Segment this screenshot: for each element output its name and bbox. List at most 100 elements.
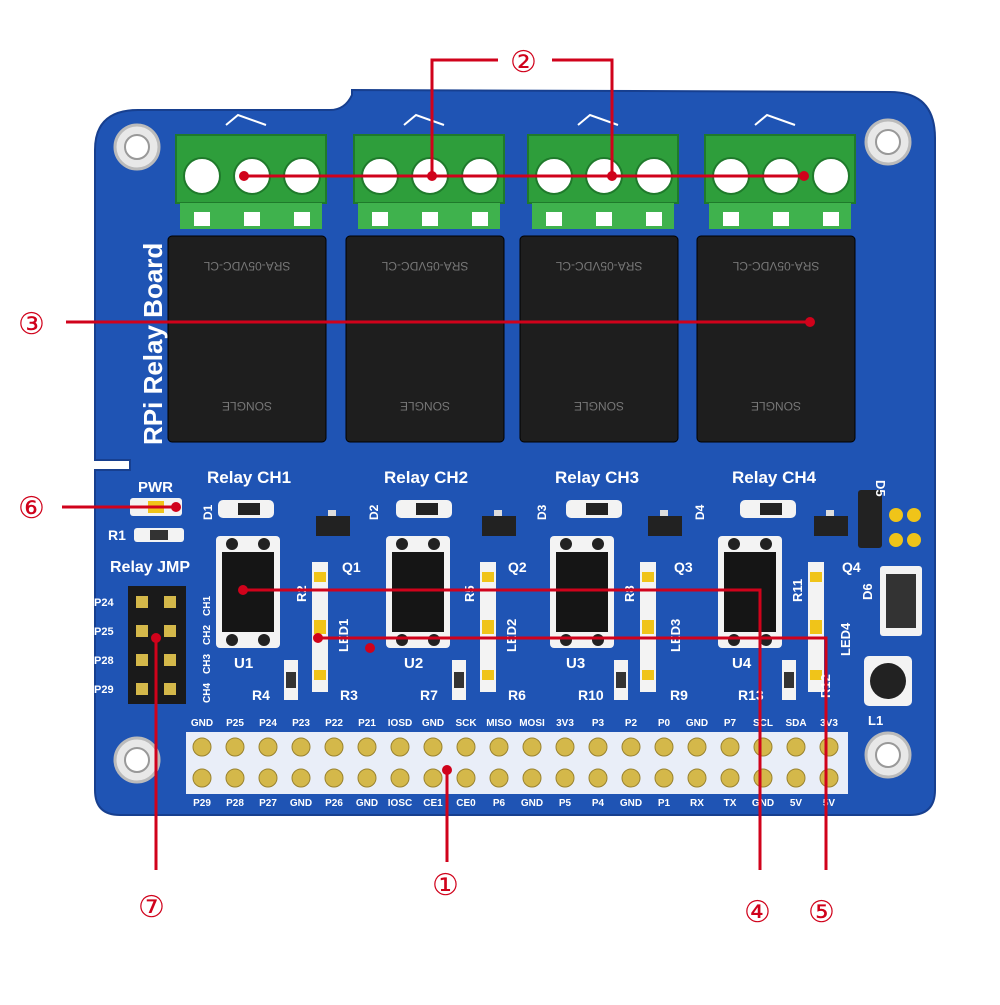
r10-label: R10 (578, 687, 604, 703)
gpio-pin (225, 737, 245, 757)
d1-label: D1 (201, 504, 215, 520)
gpio-top-label: P7 (724, 718, 737, 729)
gpio-pin (357, 737, 377, 757)
gpio-pin (291, 737, 311, 757)
gpio-bottom-label: GND (356, 798, 378, 809)
gpio-pin (621, 768, 641, 788)
q3-label: Q3 (674, 559, 693, 575)
svg-text:SRA-05VDC-CL: SRA-05VDC-CL (203, 259, 290, 273)
gpio-pin (654, 768, 674, 788)
d2-label: D2 (367, 504, 381, 520)
relay-ch4-label: Relay CH4 (732, 468, 817, 487)
jmp-pin-label: P29 (94, 684, 114, 696)
optocoupler (386, 536, 450, 648)
q2-label: Q2 (508, 559, 527, 575)
gpio-bottom-label: 5V (790, 798, 803, 809)
gpio-bottom-label: P28 (226, 798, 244, 809)
gpio-top-label: P0 (658, 718, 671, 729)
gpio-pin (324, 737, 344, 757)
gpio-top-label: MOSI (519, 718, 545, 729)
optocoupler (550, 536, 614, 648)
d5-label: D5 (873, 480, 888, 497)
l1-label: L1 (868, 713, 883, 728)
gpio-pin (786, 737, 806, 757)
u4-label: U4 (732, 655, 752, 672)
gpio-pin (786, 768, 806, 788)
gpio-top-label: P2 (625, 718, 638, 729)
callout-6: ⑥ (18, 492, 45, 525)
gpio-pin (753, 768, 773, 788)
gpio-pin (456, 768, 476, 788)
d4-label: D4 (693, 504, 707, 520)
r11-label: R11 (790, 579, 805, 602)
callout-dots (151, 171, 815, 775)
led3-label: LED3 (668, 619, 683, 652)
relay-ch2-label: Relay CH2 (384, 468, 468, 487)
r8-label: R8 (622, 585, 637, 602)
gpio-pin (225, 768, 245, 788)
gpio-header-base (186, 732, 848, 794)
callout-2-line-right (552, 58, 614, 172)
gpio-top-label: IOSD (388, 718, 412, 729)
r1-label: R1 (108, 527, 126, 543)
mounting-holes (113, 118, 912, 784)
gpio-pin (819, 768, 839, 788)
gpio-top-label: P24 (259, 718, 277, 729)
u1-label: U1 (234, 655, 253, 672)
r7-label: R7 (420, 687, 438, 703)
gpio-pin (258, 768, 278, 788)
gpio-pin (423, 737, 443, 757)
gpio-pin (423, 768, 443, 788)
jmp-pin-label: P28 (94, 655, 114, 667)
gpio-pin (357, 768, 377, 788)
svg-text:SONGLE: SONGLE (751, 399, 801, 413)
u2-label: U2 (404, 655, 423, 672)
gpio-top-label: SCK (455, 718, 477, 729)
jmp-pin-label: P24 (94, 597, 114, 609)
r5-label: R5 (462, 585, 477, 602)
gpio-top-label: GND (422, 718, 444, 729)
gpio-top-label: GND (686, 718, 708, 729)
callout-5: ⑤ (808, 896, 835, 929)
gpio-bottom-label: P26 (325, 798, 343, 809)
gpio-bottom-label: P29 (193, 798, 211, 809)
led1-label: LED1 (336, 619, 351, 652)
relay-1: SRA-05VDC-CL SONGLE (167, 235, 327, 443)
gpio-pin (390, 768, 410, 788)
gpio-bottom-label: CE0 (456, 798, 476, 809)
gpio-pin (588, 737, 608, 757)
jmp-channel-label: CH1 (202, 596, 213, 616)
diodes (218, 500, 796, 518)
gpio-pin (192, 737, 212, 757)
gpio-pin (819, 737, 839, 757)
gpio-top-label: SCL (753, 718, 773, 729)
pwr-label: PWR (138, 479, 173, 496)
gpio-pin (720, 768, 740, 788)
gpio-top-label: P3 (592, 718, 605, 729)
r9-label: R9 (670, 687, 688, 703)
gpio-bottom-label: GND (290, 798, 312, 809)
gpio-bottom-label: P27 (259, 798, 277, 809)
callout-1: ① (432, 869, 459, 902)
gpio-bottom-label: P1 (658, 798, 671, 809)
board-name: RPi Relay Board (138, 243, 168, 445)
callout-2: ② (510, 46, 537, 79)
svg-text:SONGLE: SONGLE (222, 399, 272, 413)
svg-text:SONGLE: SONGLE (400, 399, 450, 413)
gpio-top-label: GND (191, 718, 213, 729)
gpio-pin (390, 737, 410, 757)
r13-label: R13 (738, 687, 764, 703)
svg-text:SONGLE: SONGLE (574, 399, 624, 413)
gpio-top-label: SDA (785, 718, 806, 729)
gpio-pin (588, 768, 608, 788)
gpio-top-label: 3V3 (820, 718, 838, 729)
r4-label: R4 (252, 687, 270, 703)
gpio-pin (192, 768, 212, 788)
relay-ch1-label: Relay CH1 (207, 468, 291, 487)
u3-label: U3 (566, 655, 585, 672)
callout-4-line (243, 588, 762, 870)
jmp-pin-label: P25 (94, 626, 114, 638)
